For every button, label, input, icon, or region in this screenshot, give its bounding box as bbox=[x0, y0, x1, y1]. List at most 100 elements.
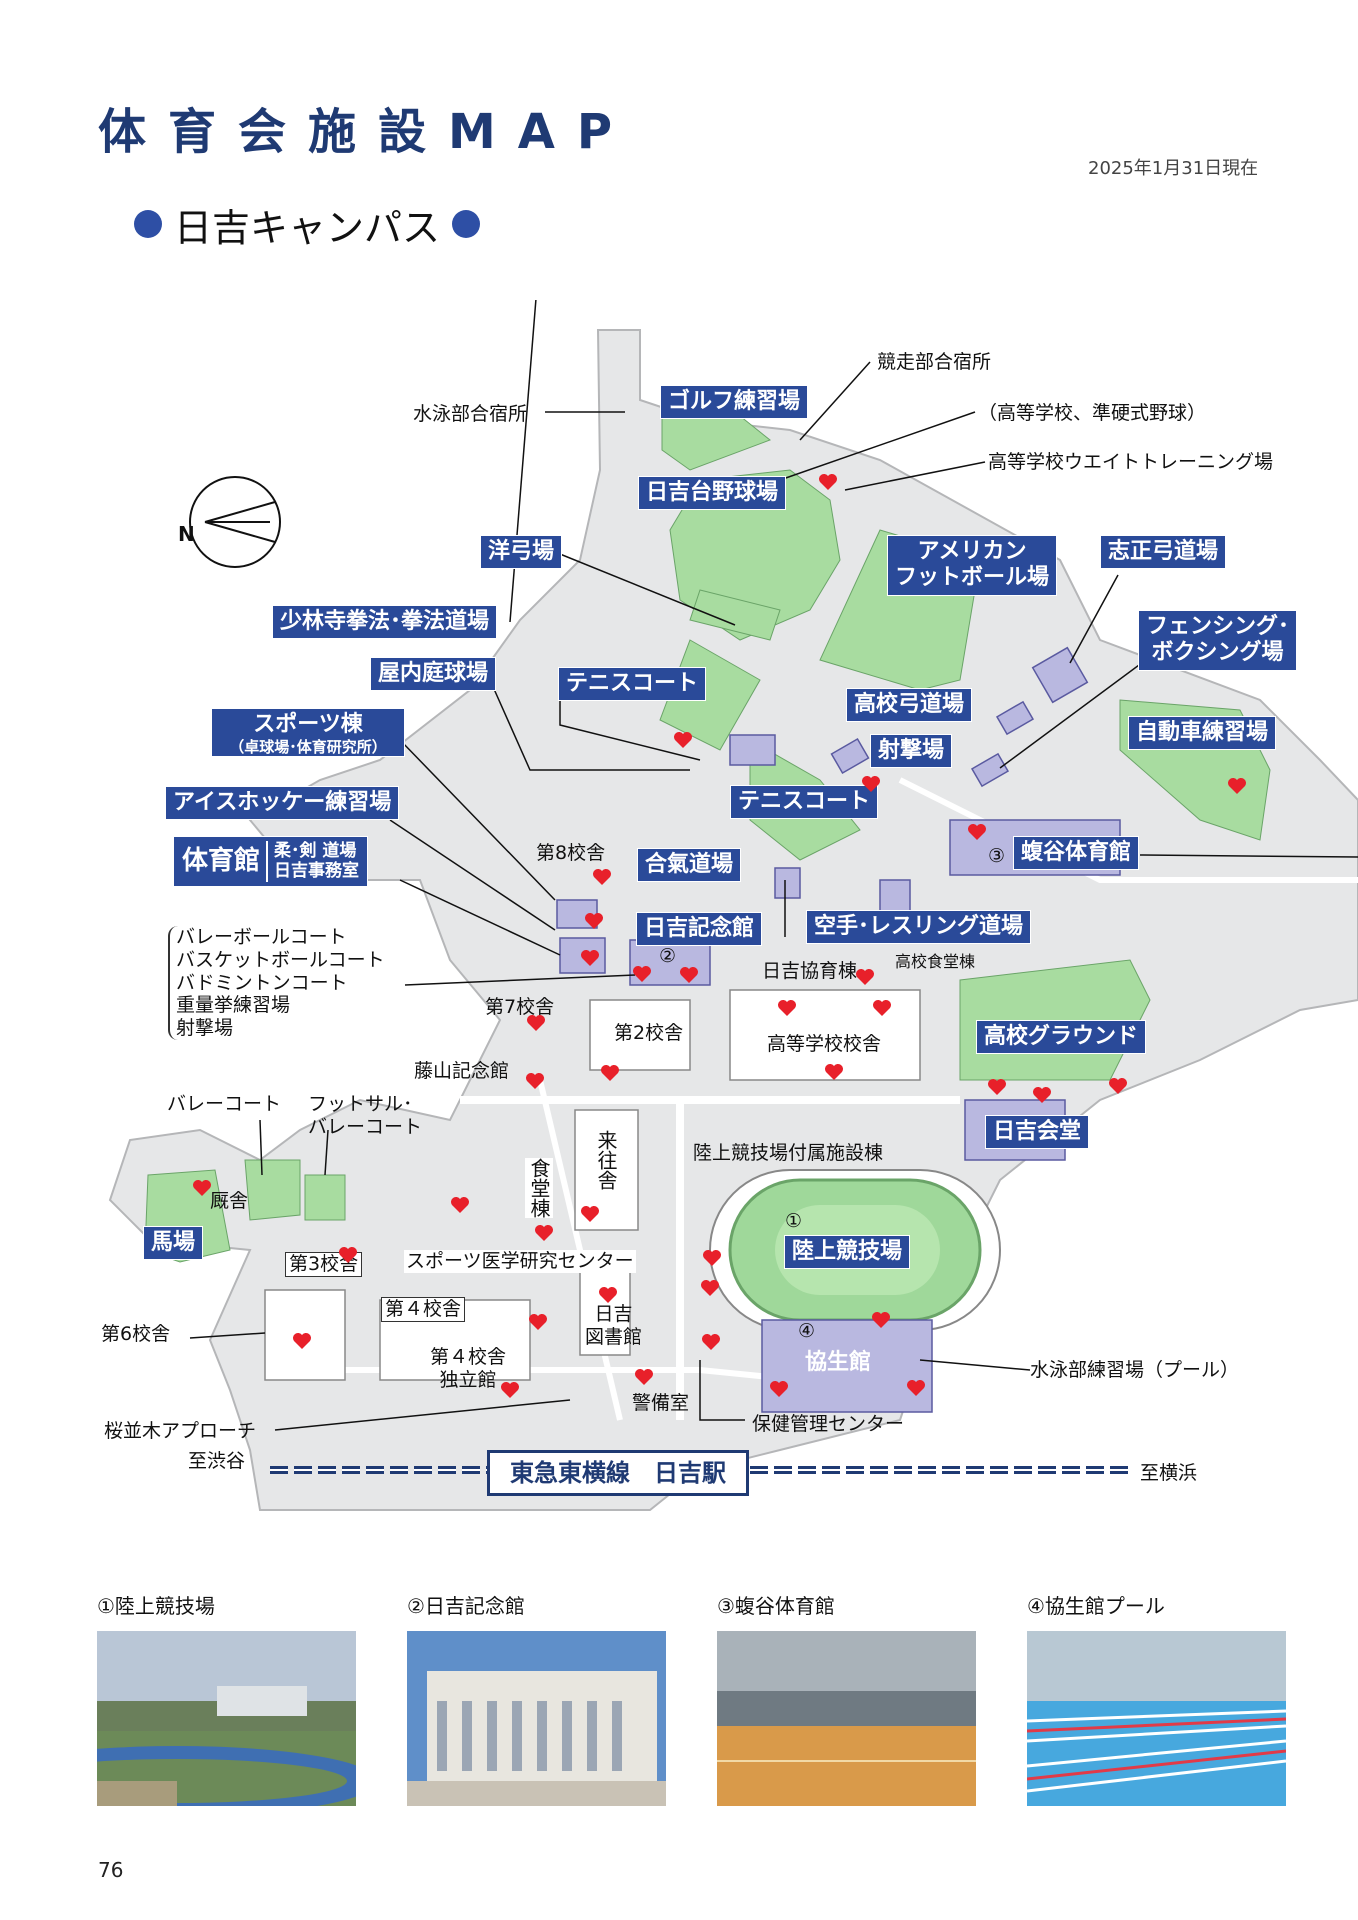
bullet-icon bbox=[134, 210, 162, 238]
heart-icon bbox=[856, 969, 874, 985]
heart-icon bbox=[701, 1280, 719, 1296]
label-bldg3: 第3校舎 bbox=[285, 1252, 363, 1277]
label-library: 日吉 図書館 bbox=[585, 1303, 643, 1348]
shisei-building bbox=[1031, 646, 1089, 704]
hs-kyudo-building bbox=[995, 700, 1035, 736]
facility-aikido[interactable]: 合氣道場 bbox=[637, 848, 742, 883]
facility-shooting[interactable]: 射撃場 bbox=[870, 734, 953, 769]
label-to-yokohama: 至横浜 bbox=[1140, 1462, 1198, 1484]
heart-icon bbox=[527, 1015, 545, 1031]
label-shokudo: 食堂棟 bbox=[525, 1158, 553, 1218]
facility-karate[interactable]: 空手･レスリング道場 bbox=[806, 910, 1032, 945]
label-volley: バレーコート bbox=[167, 1093, 282, 1115]
heart-icon bbox=[633, 966, 651, 982]
label-futsal: フットサル･ バレーコート bbox=[308, 1093, 423, 1138]
gym-label: 体育館 bbox=[182, 845, 261, 876]
photo-caption-4: ④協生館プール bbox=[1027, 1594, 1165, 1618]
heart-icon bbox=[585, 913, 603, 929]
facility-cycling[interactable]: 自動車練習場 bbox=[1128, 716, 1277, 751]
gym-sublabel: 柔･剣 道場 日吉事務室 bbox=[266, 841, 359, 882]
photo-caption-1: ①陸上競技場 bbox=[97, 1594, 215, 1618]
heart-icon bbox=[593, 869, 611, 885]
facility-fencing[interactable]: フェンシング･ ボクシング場 bbox=[1138, 610, 1298, 671]
sports-building-sublabel: （卓球場･体育研究所） bbox=[229, 738, 387, 757]
heart-icon bbox=[825, 1064, 843, 1080]
page-title: 体育会施設MAP bbox=[98, 104, 635, 160]
facility-track[interactable]: 陸上競技場 bbox=[784, 1235, 911, 1270]
heart-icon bbox=[535, 1225, 553, 1241]
facility-kyoseikan[interactable]: 協生館 bbox=[805, 1350, 872, 1375]
label-bldg4: 第４校舎 bbox=[381, 1297, 466, 1322]
facility-golf[interactable]: ゴルフ練習場 bbox=[660, 385, 809, 420]
label-fujiyama: 藤山記念館 bbox=[414, 1060, 510, 1082]
label-hs-bldg: 高等学校校舎 bbox=[767, 1033, 882, 1055]
heart-icon bbox=[529, 1314, 547, 1330]
label-bldg7: 第7校舎 bbox=[485, 996, 555, 1018]
facility-football[interactable]: アメリカン フットボール場 bbox=[887, 535, 1058, 596]
western-archery-field bbox=[689, 589, 781, 641]
gym-facility-item: バスケットボールコート bbox=[176, 948, 385, 971]
gym-facility-item: 射撃場 bbox=[176, 1017, 234, 1040]
north-label: N bbox=[178, 522, 195, 546]
facility-sports-building[interactable]: スポーツ棟 （卓球場･体育研究所） bbox=[211, 708, 405, 758]
label-raiosha: 来往舎 bbox=[594, 1130, 618, 1190]
gym-facility-item: 重量挙練習場 bbox=[176, 994, 291, 1017]
track-photo bbox=[97, 1631, 356, 1806]
facility-tennis-2[interactable]: テニスコート bbox=[730, 785, 879, 820]
label-kyoso: 競走部合宿所 bbox=[877, 351, 992, 373]
heart-icon bbox=[702, 1334, 720, 1350]
fencing-building bbox=[970, 752, 1010, 788]
heart-icon bbox=[968, 824, 986, 840]
heart-icon bbox=[1109, 1078, 1127, 1094]
facility-archery-western[interactable]: 洋弓場 bbox=[480, 535, 563, 570]
label-sports-med: スポーツ医学研究センター bbox=[404, 1250, 636, 1273]
bullet-icon bbox=[452, 210, 481, 238]
heart-icon bbox=[873, 1000, 891, 1016]
heart-icon bbox=[819, 474, 837, 490]
heart-icon bbox=[907, 1380, 925, 1396]
heart-icon bbox=[451, 1197, 469, 1213]
volley-field bbox=[244, 1159, 301, 1221]
photo-caption-3: ③蝮谷体育館 bbox=[717, 1594, 835, 1618]
station-label: 東急東横線 日吉駅 bbox=[487, 1450, 749, 1496]
heart-icon bbox=[674, 732, 692, 748]
heart-icon bbox=[1228, 778, 1246, 794]
facility-shorinji[interactable]: 少林寺拳法･拳法道場 bbox=[272, 605, 498, 640]
label-kyusha: 厩舎 bbox=[210, 1190, 249, 1212]
label-track-annex: 陸上競技場付属施設棟 bbox=[693, 1142, 884, 1164]
facility-gym[interactable]: 体育館 柔･剣 道場 日吉事務室 bbox=[173, 836, 369, 887]
facility-hs-kyudo[interactable]: 高校弓道場 bbox=[846, 688, 973, 723]
label-bldg4-ind: 第４校舎 独立館 bbox=[430, 1346, 507, 1391]
facility-indoor-tennis[interactable]: 屋内庭球場 bbox=[370, 657, 497, 692]
gym-facility-item: バドミントンコート bbox=[176, 971, 348, 994]
heart-icon bbox=[526, 1073, 544, 1089]
heart-icon bbox=[680, 967, 698, 983]
photo-caption-2: ②日吉記念館 bbox=[407, 1594, 525, 1618]
heart-icon bbox=[635, 1369, 653, 1385]
label-health: 保健管理センター bbox=[752, 1413, 905, 1435]
facility-shinobu-gym[interactable]: 蝮谷体育館 bbox=[1013, 836, 1140, 871]
sports-building-label: スポーツ棟 bbox=[253, 712, 363, 737]
pool-photo bbox=[1027, 1631, 1286, 1806]
as-of-date: 2025年1月31日現在 bbox=[1088, 158, 1259, 179]
heart-icon bbox=[581, 1206, 599, 1222]
heart-icon bbox=[862, 776, 880, 792]
facility-hockey[interactable]: アイスホッケー練習場 bbox=[165, 786, 400, 821]
label-pool: 水泳部練習場（プール） bbox=[1030, 1359, 1240, 1381]
heart-icon bbox=[501, 1382, 519, 1398]
marker-3: ③ bbox=[988, 845, 1006, 867]
facility-hs-ground[interactable]: 高校グラウンド bbox=[976, 1020, 1147, 1055]
facility-horse[interactable]: 馬場 bbox=[143, 1226, 204, 1261]
campus-subtitle: 日吉キャンパス bbox=[122, 200, 492, 250]
heart-icon bbox=[988, 1079, 1006, 1095]
heart-icon bbox=[339, 1247, 357, 1263]
road bbox=[898, 777, 1358, 883]
facility-tennis-1[interactable]: テニスコート bbox=[558, 667, 707, 702]
heart-icon bbox=[778, 1000, 796, 1016]
facility-shisei[interactable]: 志正弓道場 bbox=[1100, 535, 1227, 570]
label-to-shibuya: 至渋谷 bbox=[188, 1450, 246, 1472]
facility-kaido[interactable]: 日吉会堂 bbox=[985, 1115, 1090, 1150]
facility-kinenkan[interactable]: 日吉記念館 bbox=[636, 912, 763, 947]
facility-baseball[interactable]: 日吉台野球場 bbox=[638, 476, 787, 511]
shorinji-building bbox=[729, 734, 776, 766]
